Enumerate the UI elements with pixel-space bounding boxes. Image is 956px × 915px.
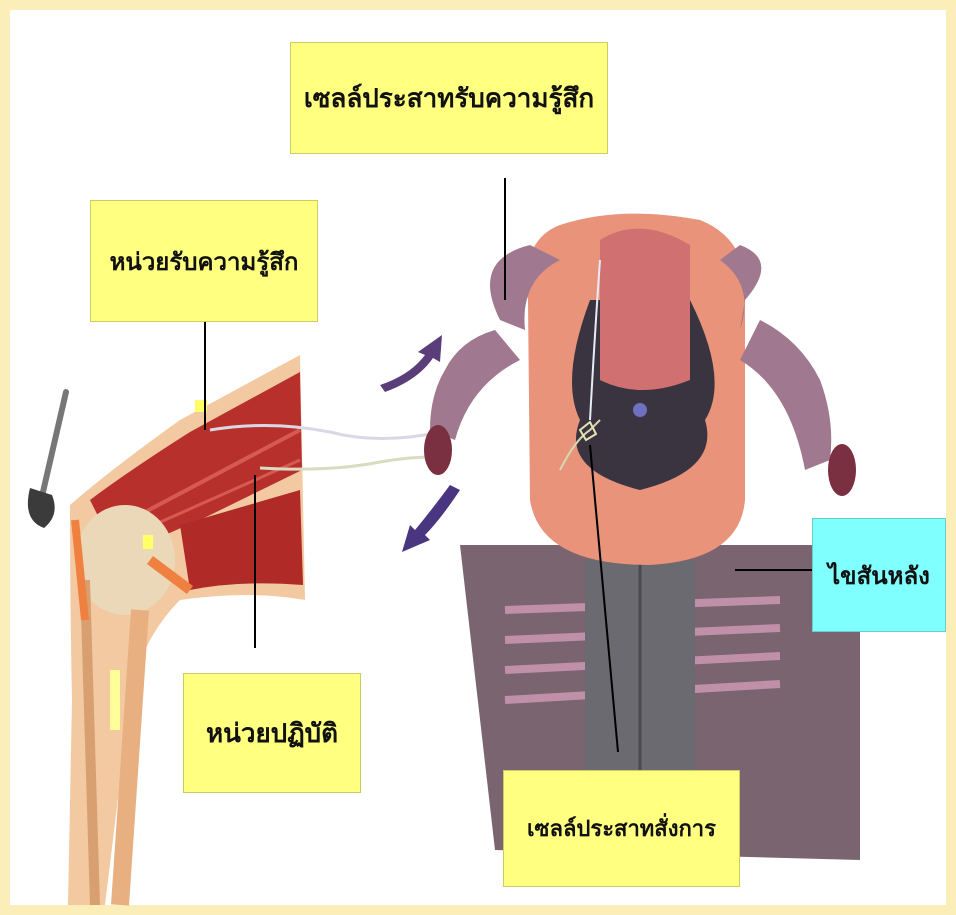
label-spinal-cord: ไขสันหลัง — [812, 518, 946, 632]
label-receptor: หน่วยรับความรู้สึก — [90, 200, 318, 322]
arrow-in-icon — [402, 485, 460, 552]
knee-leg-illustration — [68, 355, 305, 905]
label-effector: หน่วยปฏิบัติ — [183, 673, 361, 793]
label-motor-neuron: เซลล์ประสาทสั่งการ — [503, 770, 740, 887]
reflex-hammer-icon — [28, 392, 66, 528]
spinal-cord-illustration — [424, 214, 860, 860]
label-sensory-neuron: เซลล์ประสาทรับความรู้สึก — [290, 42, 608, 154]
arrow-out-icon — [380, 335, 442, 392]
